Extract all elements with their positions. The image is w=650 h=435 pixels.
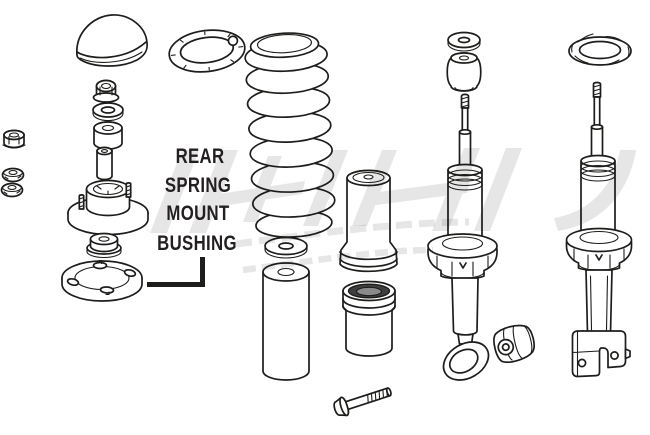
callout-line-mount: MOUNT: [166, 202, 229, 225]
callout-leader-line: [147, 257, 205, 287]
self-lock-nut-small: [2, 129, 26, 149]
upper-mount-plate: [67, 179, 149, 236]
callout-line-bushing: BUSHING: [157, 232, 237, 255]
shock-lower-tube-2: [585, 269, 613, 338]
rear-spring-mount-bushing-plate: [61, 259, 143, 302]
flange-bolt: [333, 387, 392, 417]
shock-lower-tube: [451, 277, 479, 345]
callout-label: REAR SPRING MOUNT BUSHING: [147, 145, 237, 287]
mount-cushion-bushing: [93, 121, 123, 150]
spacer-tube: [262, 262, 310, 381]
mount-stud-left: [78, 194, 85, 210]
shock-absorber-front: [565, 33, 633, 378]
shock-mount-bushing: [446, 52, 482, 92]
clevis-fork-mount: [571, 330, 631, 378]
piston-rod-lock-nut: [92, 79, 120, 103]
wave-lock-ring: [568, 33, 632, 66]
spacer-sleeve: [96, 146, 113, 181]
callout-line-spring: SPRING: [165, 174, 231, 197]
strut-mount-dome-cap: [76, 14, 148, 67]
shock-eye-mount: [442, 341, 490, 381]
callout-line-rear: REAR: [176, 145, 225, 168]
spring-upper-seat-ring: [168, 29, 246, 73]
shock-top-washer: [447, 31, 481, 52]
watermark: [150, 148, 636, 274]
flange-nut-2: [0, 182, 24, 198]
lower-mount-bushing: [493, 324, 535, 363]
upper-washer: [92, 102, 124, 122]
mount-bushing-washer: [86, 232, 122, 259]
spring-lower-washer: [264, 236, 308, 259]
dust-boot: [342, 280, 396, 357]
flange-nut-1: [1, 167, 25, 183]
spring-seat-collar: [427, 233, 498, 280]
mount-stud-right: [125, 182, 132, 198]
